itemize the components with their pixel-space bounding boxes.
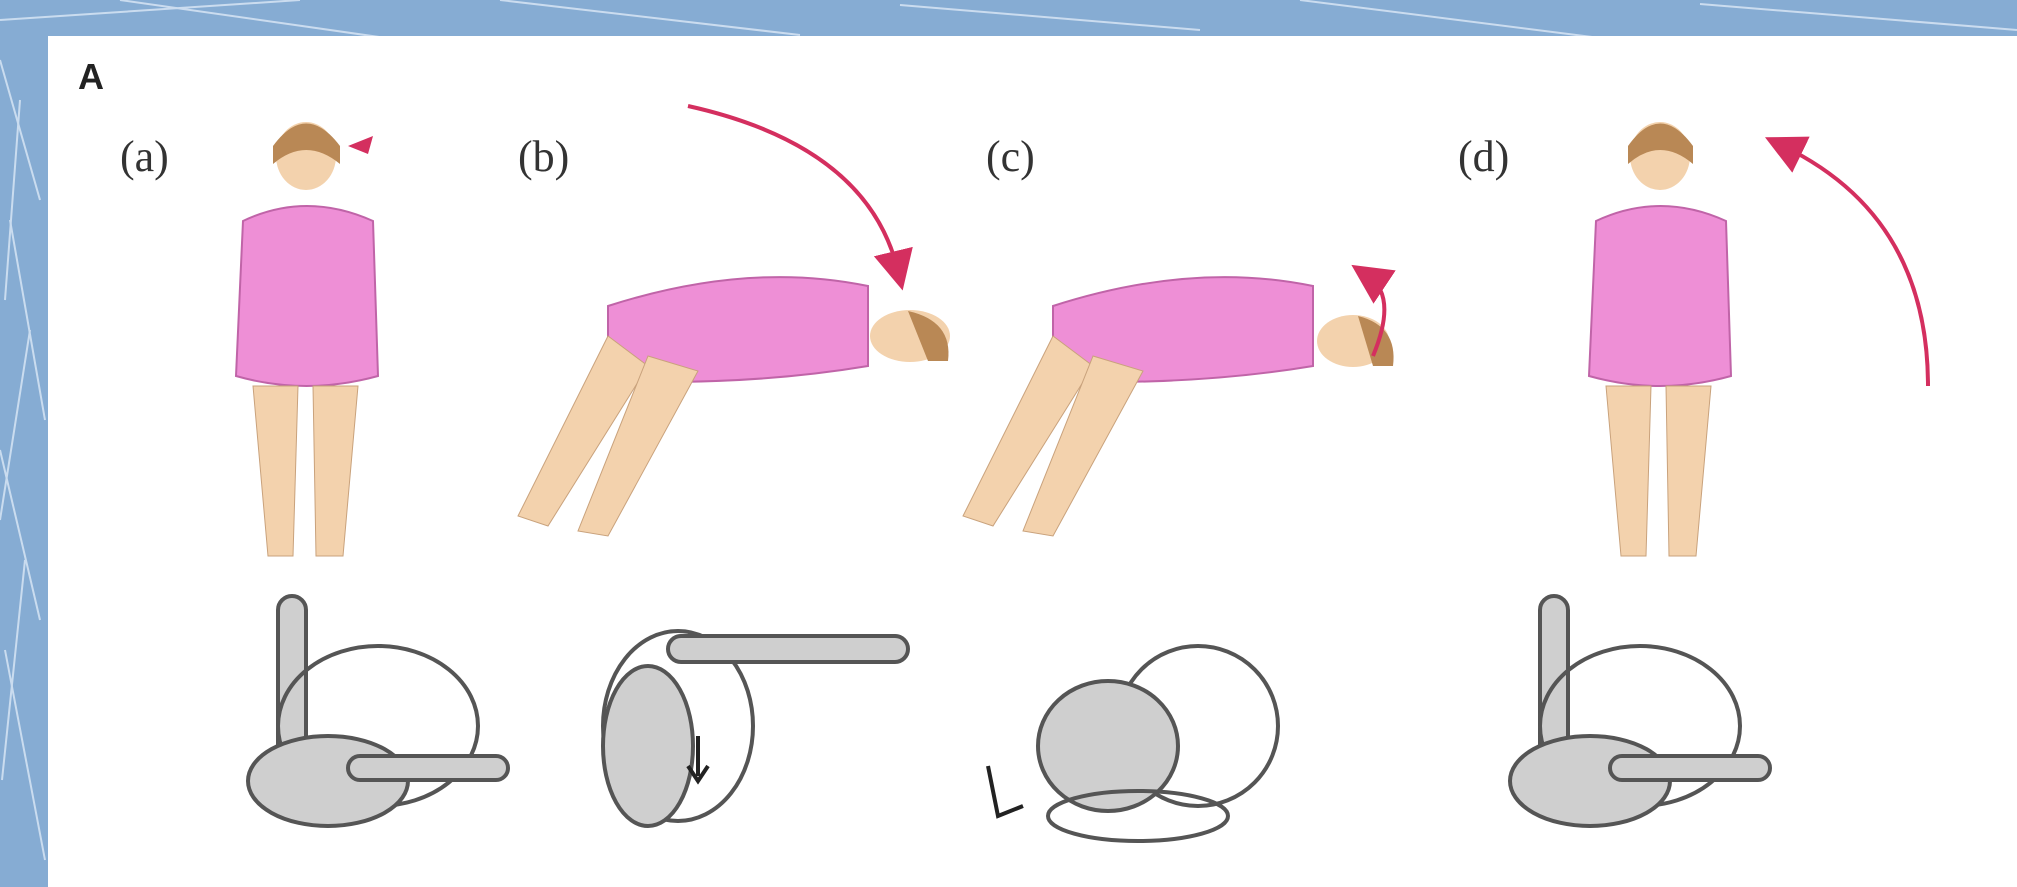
repositioning-diagram (48, 36, 2017, 887)
labyrinth-c (988, 646, 1278, 841)
figure-panel: A (a) (b) (c) (d) (48, 36, 2017, 887)
seated-woman-d (1589, 122, 1928, 556)
lying-woman-c (963, 276, 1394, 536)
labyrinth-b (603, 631, 908, 826)
labyrinth-d (1510, 596, 1770, 826)
seated-woman-a (236, 122, 378, 556)
labyrinth-a (248, 596, 508, 826)
lying-woman-b (518, 106, 950, 536)
